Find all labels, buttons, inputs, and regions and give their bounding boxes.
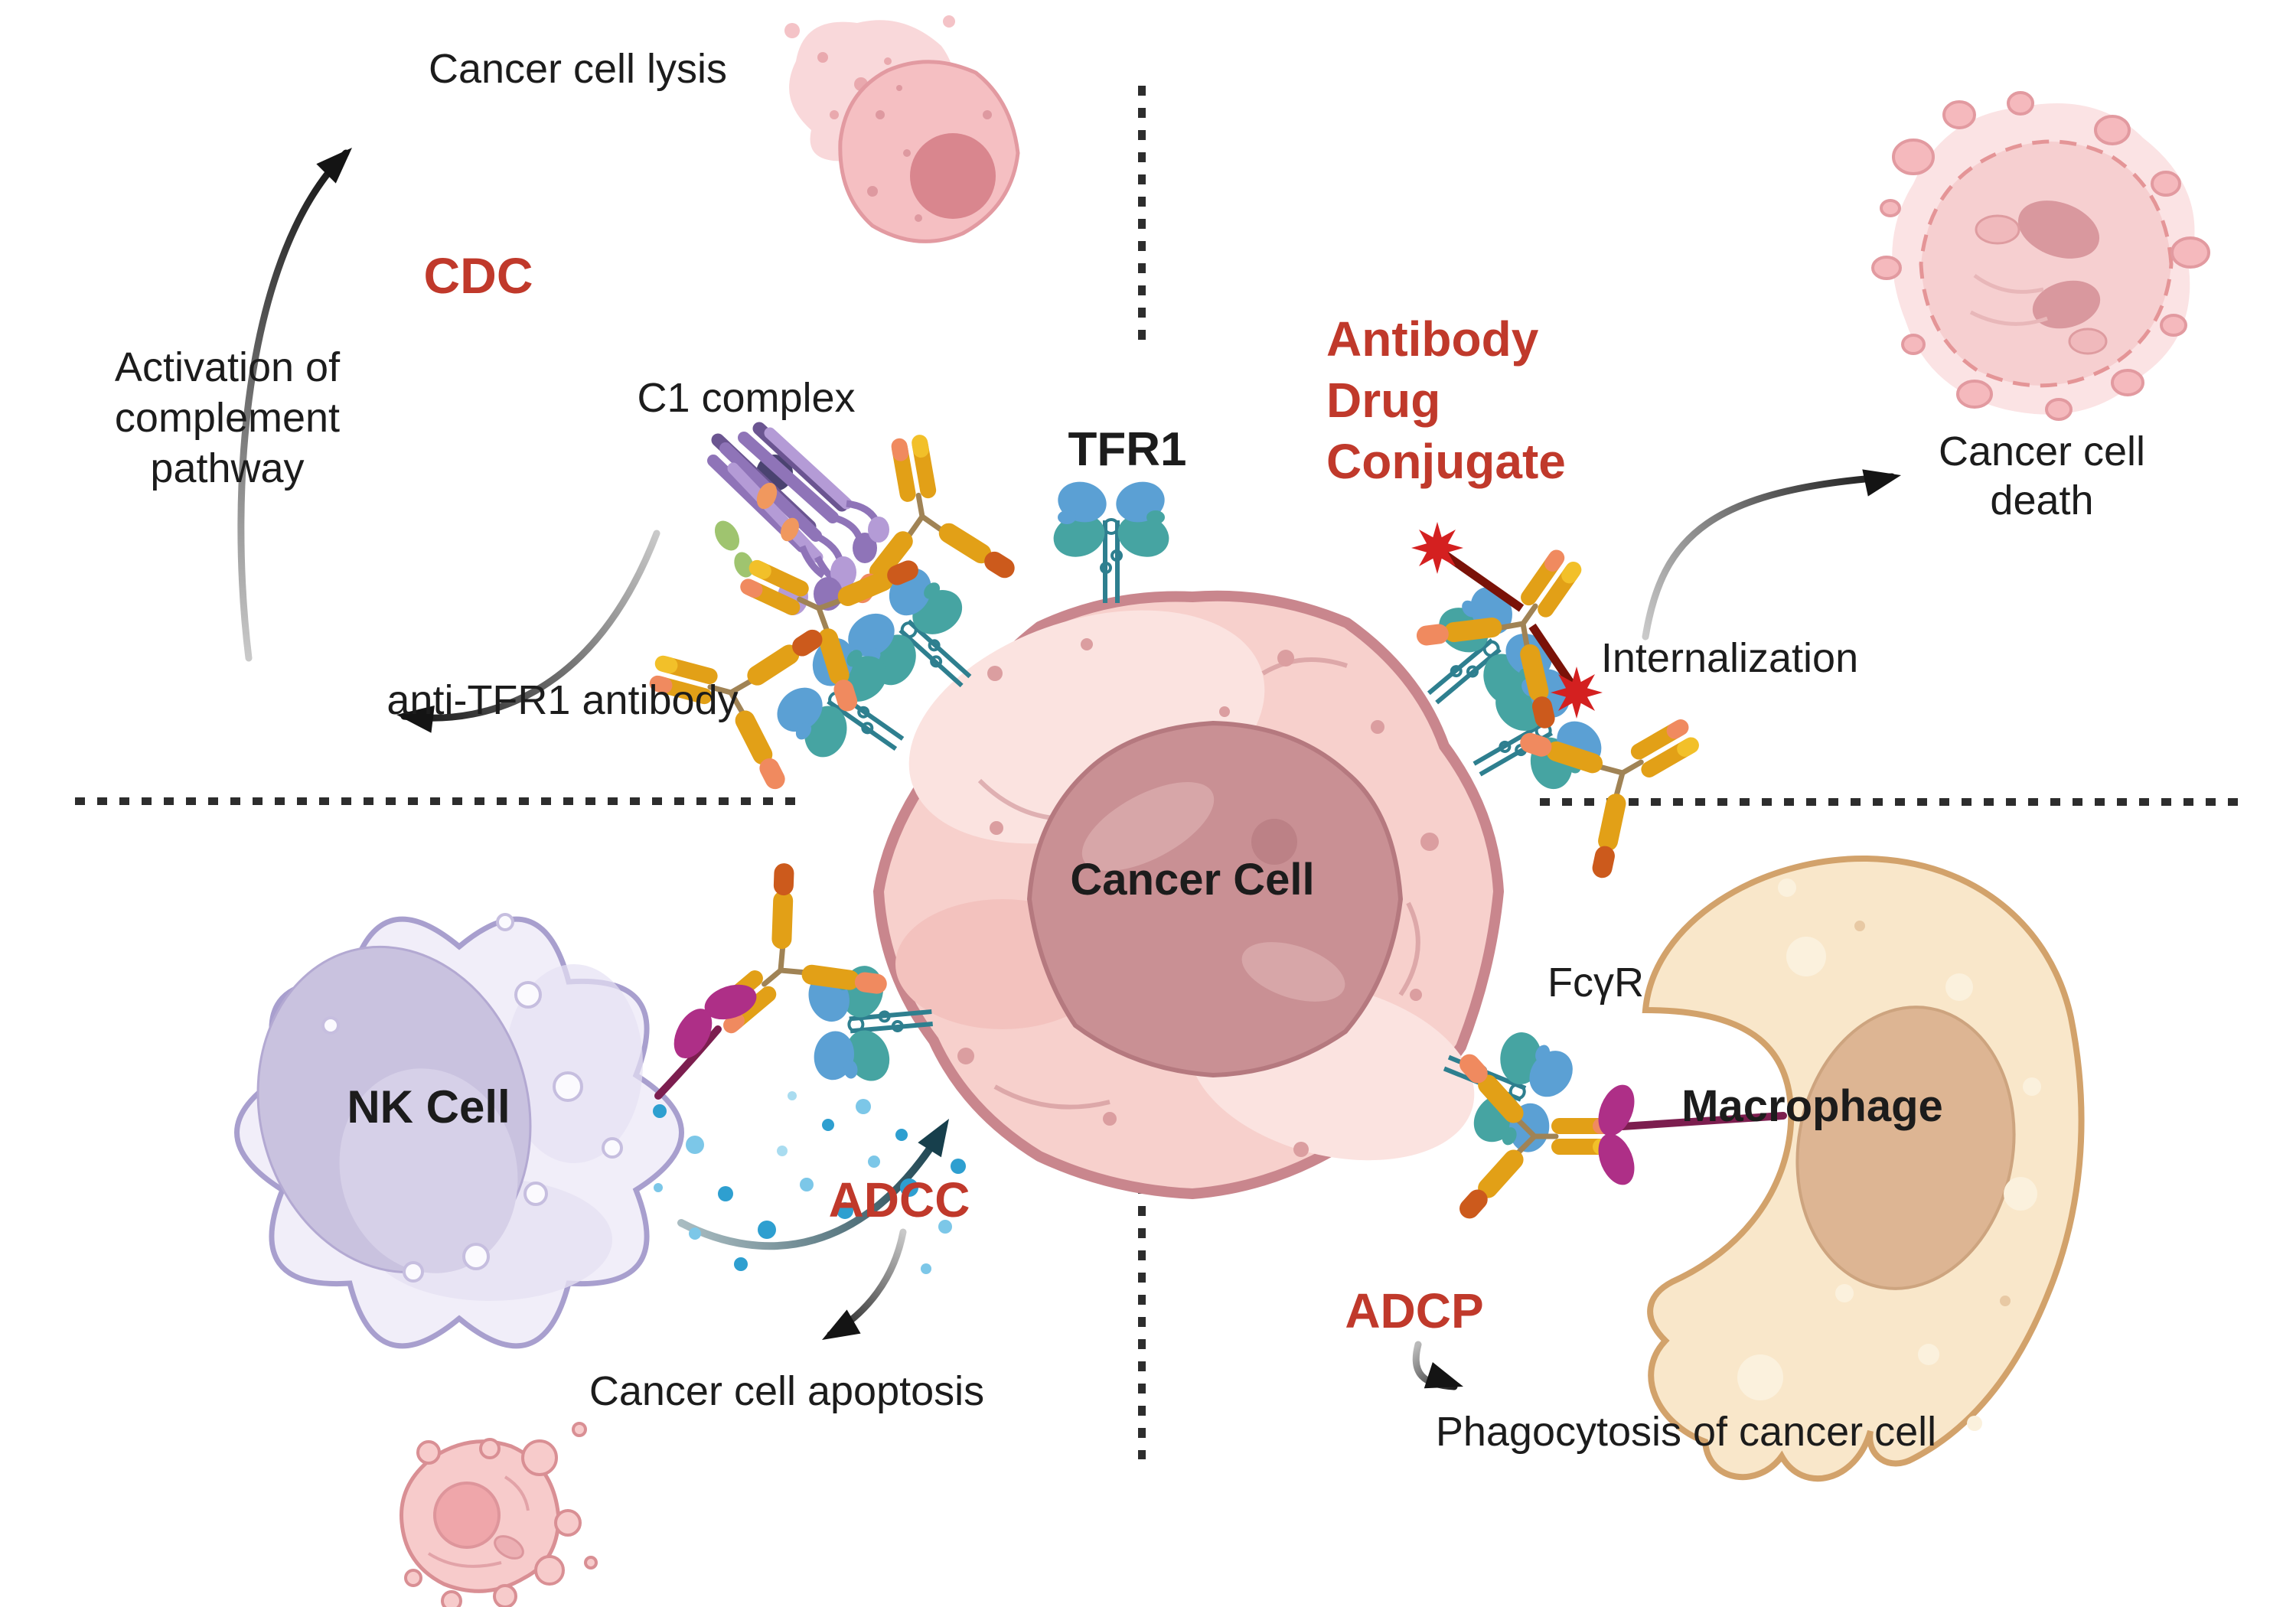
nk-cell-illustration [234,913,684,1349]
macrophage-label: Macrophage [1681,1081,1943,1131]
adc-mechanism-label: Antibody Drug Conjugate [1326,308,1566,492]
fcgr-receptor-label: FcγR [1548,960,1644,1006]
internalization-label: Internalization [1600,635,1859,681]
dying-cancer-cell-illustration [1871,91,2210,421]
adc-icon [1407,508,1736,888]
adcc-outcome-label: Cancer cell apoptosis [589,1368,985,1414]
cancer-cell-illustration [872,590,1505,1200]
adc-line1: Antibody [1326,311,1539,367]
adc-line3: Conjugate [1326,434,1566,489]
adcp-phagocytosis-arrow [1412,1341,1463,1390]
cdc-step-line3: pathway [150,445,305,491]
granzyme-dots [653,1091,966,1274]
cdc-step-line1: Activation of [114,344,341,390]
fcgr-receptor-icon [1591,1079,1642,1191]
cdc-lysis-arrow [237,148,352,662]
adc-outcome-label: Cancer cell death [1939,427,2145,525]
c1-complex-icon [707,422,889,615]
adcc-mechanism-label: ADCC [828,1172,970,1227]
cdc-step-label: Activation of complement pathway [115,342,340,494]
tfr1-receptor-label: TFR1 [1068,423,1187,476]
cdc-mechanism-label: CDC [423,247,533,304]
adcp-outcome-label: Phagocytosis of cancer cell [1435,1409,1937,1455]
cdc-step-line2: complement [114,395,341,441]
adc-line2: Drug [1326,373,1441,428]
drug-payload-icon [1551,667,1603,719]
macrophage-illustration [1642,855,2085,1482]
apoptotic-cancer-cell-illustration [400,1422,598,1607]
anti-tfr1-antibody-label: anti-TFR1 antibody [386,677,739,723]
cancer-cell-label: Cancer Cell [1070,855,1315,905]
nk-antibody-fcgr [653,853,897,1100]
c1-complex-label: C1 complex [637,375,856,421]
quadrant-dividers [75,86,2242,1459]
adc-outcome-line2: death [1990,478,2094,523]
nk-cell-label: NK Cell [347,1081,510,1133]
macrophage-antibody-fcgr [1456,1050,1787,1222]
adcc-granzyme-arrow [677,1119,949,1250]
cdc-outcome-label: Cancer cell lysis [428,46,728,92]
lysed-cancer-cell-illustration [784,15,1020,243]
adc-outcome-line1: Cancer cell [1938,429,2146,474]
internalization-arrow [1642,469,1901,641]
adcp-mechanism-label: ADCP [1345,1283,1484,1338]
adcc-apoptosis-arrow [822,1228,907,1340]
cdc-complement-arrow [396,530,660,733]
drug-payload-icon [1411,522,1463,574]
